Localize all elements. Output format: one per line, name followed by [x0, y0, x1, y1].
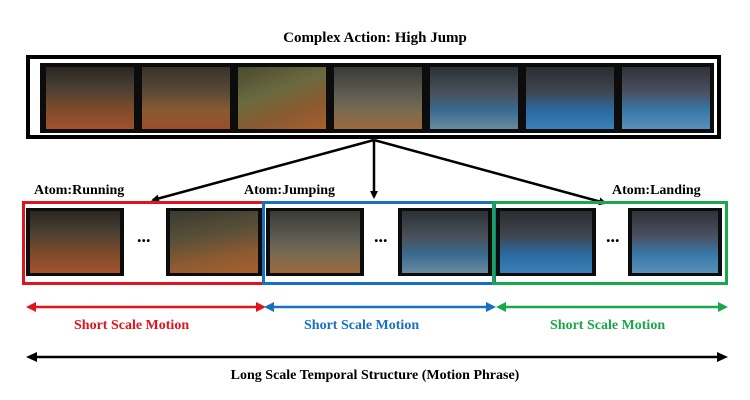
atom-label-running: Atom:Running — [34, 183, 125, 198]
jumping-frame-end — [402, 211, 488, 273]
running-clip-end — [166, 208, 262, 276]
figure-title: Complex Action: High Jump — [283, 30, 467, 46]
landing-frame-start — [500, 211, 592, 273]
video-frame-1 — [46, 67, 134, 129]
video-frame-7 — [622, 67, 710, 129]
running-frame-end — [170, 211, 258, 273]
jumping-clip-start — [266, 208, 364, 276]
atom-label-jumping: Atom:Jumping — [244, 183, 336, 198]
arrow-to-landing — [373, 138, 607, 206]
video-frame-3 — [238, 67, 326, 129]
running-ellipsis: ... — [137, 226, 151, 246]
jumping-ellipsis: ... — [374, 226, 388, 246]
short-motion-arrow-green — [496, 302, 728, 312]
jumping-frame-start — [270, 211, 360, 273]
motion-label-red: Short Scale Motion — [74, 318, 190, 333]
long-scale-arrow — [26, 352, 728, 362]
short-motion-arrow-red — [26, 302, 266, 312]
atom-label-landing: Atom:Landing — [612, 183, 701, 198]
video-frame-5 — [430, 67, 518, 129]
atom-box-landing — [492, 201, 728, 285]
jumping-clip-end — [398, 208, 492, 276]
short-motion-arrow-blue — [264, 302, 496, 312]
running-clip-start — [26, 208, 124, 276]
motion-label-green: Short Scale Motion — [550, 318, 666, 333]
motion-label-blue: Short Scale Motion — [304, 318, 420, 333]
landing-clip-start — [496, 208, 596, 276]
video-frame-4 — [334, 67, 422, 129]
atom-box-running — [22, 201, 265, 285]
landing-ellipsis: ... — [606, 226, 620, 246]
arrow-to-running — [151, 138, 375, 203]
running-frame-start — [30, 211, 120, 273]
complex-action-box — [26, 55, 721, 139]
video-frame-2 — [142, 67, 230, 129]
landing-clip-end — [628, 208, 722, 276]
landing-frame-end — [632, 211, 718, 273]
long-scale-label: Long Scale Temporal Structure (Motion Ph… — [230, 368, 520, 383]
atom-box-jumping — [262, 201, 496, 285]
video-frame-strip — [40, 63, 714, 133]
video-frame-6 — [526, 67, 614, 129]
